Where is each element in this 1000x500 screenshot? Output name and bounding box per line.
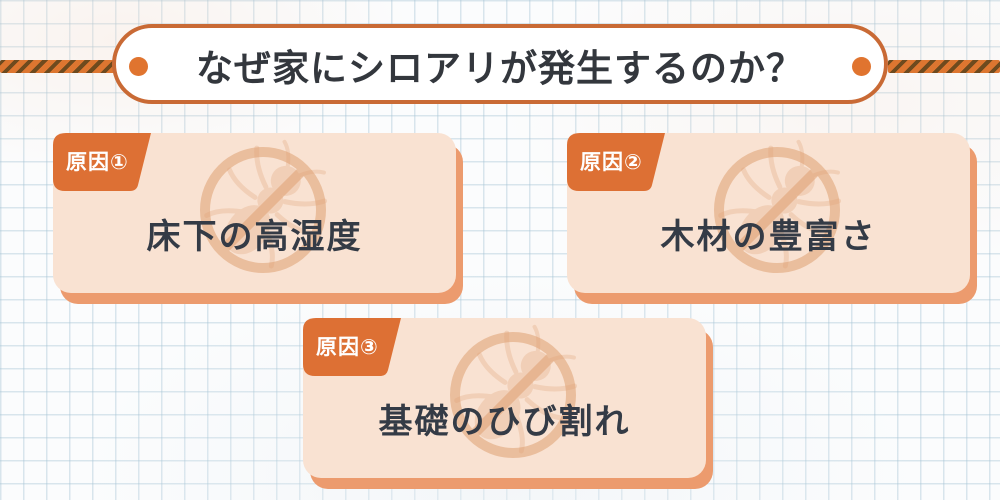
page-title: なぜ家にシロアリが発生するのか？ [196, 48, 804, 89]
cause-label-tab-2: 原因② [567, 133, 665, 191]
ribbon-tab-shape [303, 318, 401, 376]
banner-dot-left-icon [129, 57, 148, 76]
ribbon-tab-shape [53, 133, 151, 191]
rope-divider-left [0, 60, 116, 73]
cause-card-1: 原因① 床下の高湿度 [53, 133, 456, 293]
ribbon-tab-shape [567, 133, 665, 191]
cause-text-1: 床下の高湿度 [146, 218, 363, 256]
banner-dot-right-icon [852, 57, 871, 76]
cause-label-1: 原因① [66, 150, 129, 174]
rope-divider-right [888, 60, 1000, 73]
cause-label-tab-3: 原因③ [303, 318, 401, 376]
cause-label-tab-1: 原因① [53, 133, 151, 191]
cause-card-3: 原因③ 基礎のひび割れ [303, 318, 706, 478]
title-banner: なぜ家にシロアリが発生するのか？ [112, 24, 888, 104]
cause-label-3: 原因③ [316, 335, 379, 359]
cause-card-2: 原因② 木材の豊富さ [567, 133, 970, 293]
cause-text-3: 基礎のひび割れ [378, 403, 631, 441]
cause-text-2: 木材の豊富さ [660, 218, 877, 256]
cause-label-2: 原因② [580, 150, 643, 174]
